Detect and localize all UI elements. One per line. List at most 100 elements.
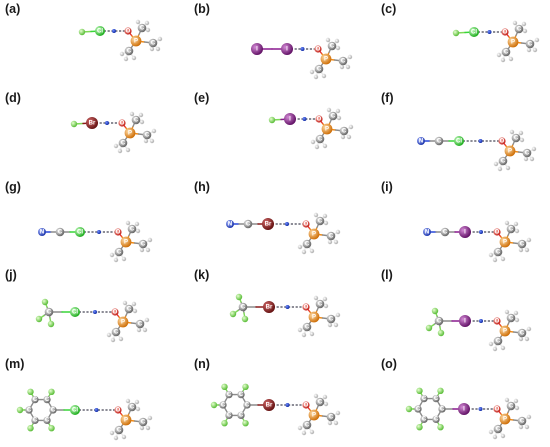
panel-label: (k) [194, 268, 209, 282]
atom-p [499, 413, 511, 425]
atom-h [121, 434, 127, 440]
atom-h [313, 295, 319, 301]
atom-c [493, 424, 503, 434]
atom-c [414, 405, 422, 413]
atom-h [301, 430, 307, 436]
atom-c [326, 314, 336, 324]
atom-h [149, 138, 155, 144]
atom-h [157, 36, 163, 42]
atom-label: C [127, 306, 132, 312]
atom-c [432, 415, 440, 424]
atom-c [517, 239, 527, 249]
atom-label: C [141, 419, 146, 425]
atom-h [488, 252, 494, 258]
atom-c [44, 307, 54, 317]
atom-h [532, 47, 538, 53]
atom-h [322, 213, 328, 219]
atom-h [335, 45, 341, 51]
atom-f [242, 419, 249, 427]
atom-c [148, 38, 158, 48]
atom-h [139, 247, 145, 253]
atom-n [38, 228, 46, 236]
atom-label: C [509, 403, 514, 409]
atom-label: C [127, 48, 132, 54]
atom-h [531, 146, 537, 152]
atom-c [315, 299, 325, 309]
atom-label: C [434, 396, 439, 402]
atom-h [522, 28, 528, 34]
atom-label: N [425, 229, 429, 235]
atom-label: P [124, 417, 128, 423]
atom-br [263, 301, 275, 313]
panel-label: (b) [194, 2, 210, 16]
atom-c [302, 239, 312, 249]
atom-label: C [58, 229, 63, 235]
atom-h [321, 73, 327, 79]
atom-h [134, 221, 140, 227]
atom-h [488, 341, 494, 347]
atom-label: C [151, 40, 156, 46]
atom-h [110, 337, 116, 343]
atom-h [340, 134, 346, 140]
atom-label: C [416, 406, 421, 412]
atom-c [243, 401, 251, 409]
atom-n [226, 220, 234, 228]
atom-p [130, 35, 142, 47]
atom-label: C [114, 329, 119, 335]
atom-h [514, 405, 520, 411]
atom-label: C [329, 233, 334, 239]
atom-h [309, 429, 315, 435]
atom-h [125, 147, 131, 153]
atom-label: P [511, 39, 515, 45]
atom-h [347, 54, 353, 60]
atom-label: O [495, 229, 500, 235]
atom-h [529, 156, 535, 162]
atom-bcp [112, 29, 116, 33]
atom-o [111, 308, 119, 316]
atom-h [335, 108, 341, 114]
atom-f [221, 419, 228, 427]
atom-c [338, 56, 348, 66]
atom-h [139, 425, 145, 431]
atom-c [302, 420, 312, 430]
atom-label: C [45, 397, 50, 403]
atom-label: I [256, 46, 258, 52]
atom-h [113, 143, 119, 149]
atom-label: C [422, 417, 427, 423]
atom-p [507, 36, 519, 48]
atom-h [123, 56, 129, 62]
atom-label: P [503, 416, 507, 422]
atom-label: C [434, 417, 439, 423]
atom-h [518, 247, 524, 253]
atom-f [210, 401, 218, 409]
panel-label: (c) [381, 2, 396, 16]
atom-f [229, 310, 237, 318]
atom-h [492, 346, 498, 352]
atom-c [432, 394, 440, 403]
atom-label: O [304, 402, 309, 408]
panel-label: (n) [194, 357, 210, 371]
atom-label: C [330, 43, 335, 49]
atom-c [142, 130, 152, 140]
atom-c [225, 411, 233, 420]
atom-i [459, 315, 471, 327]
atom-label: Cl [456, 138, 462, 144]
atom-label: C [27, 407, 32, 413]
atom-f [35, 315, 43, 323]
atom-c [25, 406, 33, 414]
atom-label: C [514, 135, 519, 141]
atom-f [452, 29, 460, 37]
atom-h [526, 414, 532, 420]
atom-h [322, 143, 328, 149]
atom-label: C [329, 414, 334, 420]
atom-label: O [304, 221, 309, 227]
atom-h [134, 399, 140, 405]
panel-label: (f) [381, 91, 394, 105]
atom-label: C [496, 338, 501, 344]
atom-o [493, 317, 501, 325]
